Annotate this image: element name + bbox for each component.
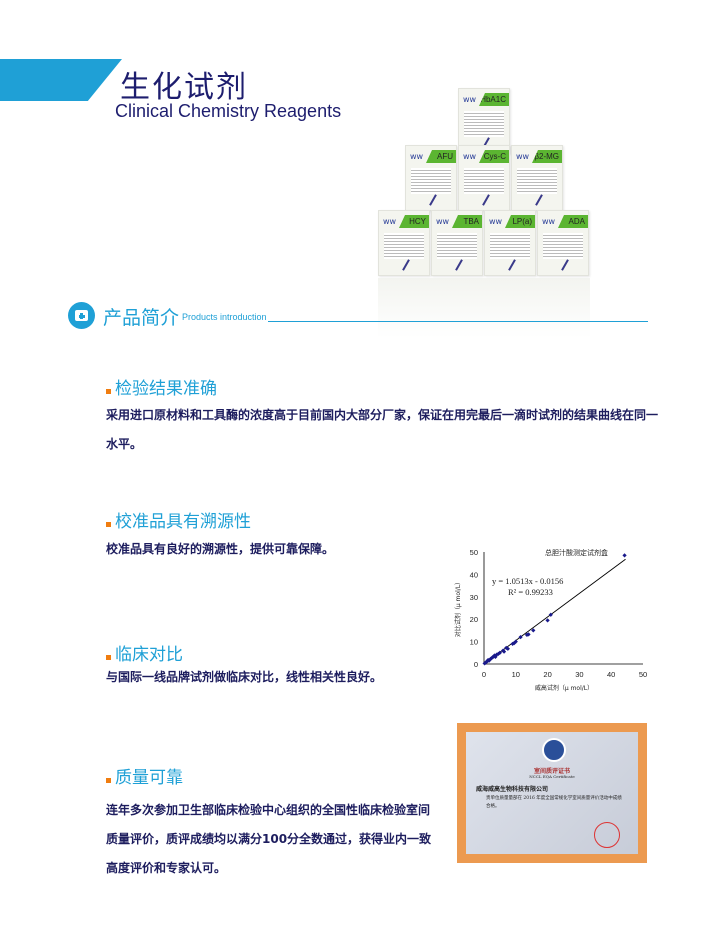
- x-tick-label: 50: [639, 670, 647, 679]
- product-label: HCY: [399, 215, 429, 228]
- trend-line: [483, 558, 626, 665]
- feature-heading: 临床对比: [106, 640, 183, 665]
- y-tick-label: 30: [470, 593, 478, 602]
- divider: [268, 321, 648, 322]
- product-label: Cys-C: [479, 150, 509, 163]
- x-tick-label: 10: [512, 670, 520, 679]
- data-point: [622, 553, 627, 558]
- y-tick-label: 20: [470, 615, 478, 624]
- y-tick-label: 10: [470, 638, 478, 647]
- equation-label: y = 1.0513x - 0.0156: [492, 576, 563, 586]
- certificate-image: 室间质评证书 NCCL EQA Certificate 威海威高生物科技有限公司…: [457, 723, 647, 863]
- feature-text: 连年多次参加卫生部临床检验中心组织的全国性临床检验室间质量评价，质评成绩均以满分…: [106, 803, 432, 875]
- r-squared-label: R² = 0.99233: [508, 587, 553, 597]
- emblem-icon: [542, 738, 566, 762]
- x-tick-label: 0: [482, 670, 486, 679]
- feature-heading: 校准品具有溯源性: [106, 507, 251, 532]
- logo-icon: ᴡᴡ: [542, 217, 556, 226]
- bullet-icon: [106, 522, 111, 527]
- correlation-chart: 0 10 20 30 40 50 0 10 20 30 40 50 总胆汁酸测定试剂盒 y = 1.051…: [454, 548, 647, 692]
- feature-text: 采用进口原材料和工具酶的浓度高于目前国内大部分厂家，保证在用完最后一滴时试剂的结…: [106, 408, 659, 451]
- x-tick-label: 30: [575, 670, 583, 679]
- logo-icon: ᴡᴡ: [463, 95, 477, 104]
- bullet-icon: [106, 778, 111, 783]
- product-label: TBA: [452, 215, 482, 228]
- logo-icon: ᴡᴡ: [436, 217, 450, 226]
- certificate-company: 威海威高生物科技有限公司: [476, 786, 549, 793]
- certificate-subtitle: NCCL EQA Certificate: [529, 774, 575, 779]
- seal-icon: [594, 822, 620, 848]
- data-point: [531, 628, 536, 633]
- logo-icon: ᴡᴡ: [410, 152, 424, 161]
- feature-text: 与国际一线品牌试剂做临床对比，线性相关性良好。: [106, 670, 383, 684]
- medical-kit-icon: [68, 302, 95, 329]
- feature-title: 检验结果准确: [115, 379, 217, 399]
- logo-icon: ᴡᴡ: [383, 217, 397, 226]
- bullet-icon: [106, 389, 111, 394]
- y-tick-label: 0: [474, 660, 478, 669]
- y-tick-label: 50: [470, 548, 478, 557]
- feature-text: 校准品具有良好的溯源性，提供可靠保障。: [106, 542, 335, 556]
- logo-icon: ᴡᴡ: [463, 152, 477, 161]
- feature-title: 校准品具有溯源性: [115, 512, 251, 532]
- logo-icon: ᴡᴡ: [516, 152, 530, 161]
- certificate-body: 贵单位质量量部在 2016 年度全国常规化学室间质量评价活动中成绩合格。: [486, 796, 622, 809]
- chart-title: 总胆汁酸测定试剂盒: [545, 548, 608, 557]
- logo-icon: ᴡᴡ: [489, 217, 503, 226]
- feature-title: 质量可靠: [115, 768, 183, 788]
- product-label: β2-MG: [532, 150, 562, 163]
- data-point: [526, 632, 531, 637]
- feature-heading: 检验结果准确: [106, 374, 217, 399]
- product-label: AFU: [426, 150, 456, 163]
- product-label: HbA1C: [479, 93, 509, 106]
- product-label: ADA: [558, 215, 588, 228]
- page-title: 生化试剂: [120, 70, 248, 105]
- y-tick-label: 40: [470, 570, 478, 579]
- bullet-icon: [106, 655, 111, 660]
- y-axis-label: 对比试剂（μ mol/L）: [454, 579, 462, 637]
- feature-heading: 质量可靠: [106, 763, 183, 788]
- page-subtitle: Clinical Chemistry Reagents: [115, 101, 342, 121]
- section-subtitle: Products introduction: [182, 312, 267, 322]
- data-point: [545, 618, 550, 623]
- x-axis-label: 威高试剂（μ mol/L）: [535, 684, 593, 692]
- certificate-title: 室间质评证书: [533, 768, 570, 775]
- data-point: [548, 612, 553, 617]
- header-banner: [0, 59, 122, 101]
- x-tick-label: 20: [543, 670, 551, 679]
- x-tick-label: 40: [607, 670, 615, 679]
- feature-title: 临床对比: [115, 645, 183, 665]
- section-title: 产品简介: [103, 307, 180, 329]
- product-label: LP(a): [505, 215, 535, 228]
